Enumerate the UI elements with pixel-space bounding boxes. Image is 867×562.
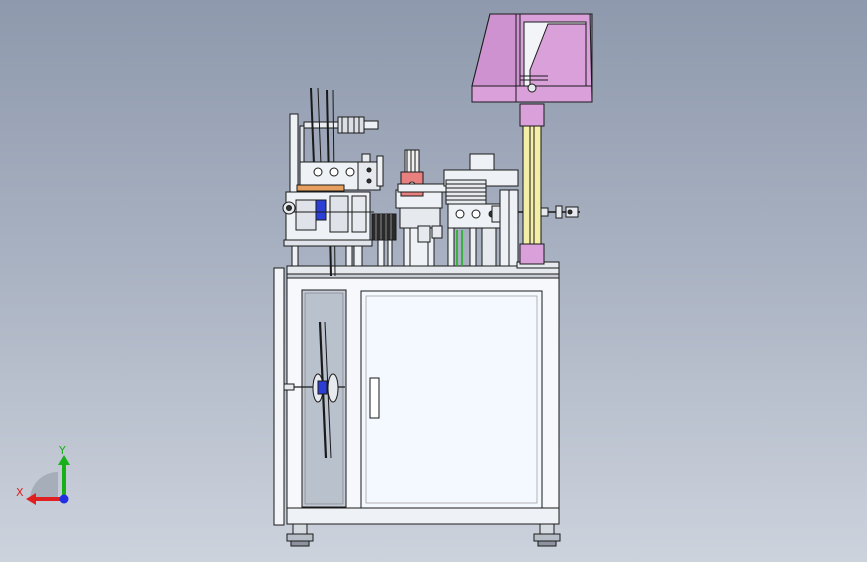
control-tower[interactable] bbox=[471, 13, 593, 269]
triad-plane-icon bbox=[30, 472, 58, 500]
right-cutter-unit[interactable] bbox=[443, 153, 580, 267]
y-axis-label: Y bbox=[58, 444, 66, 457]
coordinate-triad: Y X bbox=[16, 444, 70, 505]
winding-unit[interactable] bbox=[282, 87, 384, 277]
z-axis-dot bbox=[59, 494, 69, 504]
machine-feet bbox=[286, 523, 561, 547]
x-axis-arrowhead bbox=[26, 493, 36, 505]
center-feeder-unit[interactable] bbox=[371, 149, 447, 267]
lower-spool-assembly[interactable] bbox=[283, 321, 345, 459]
x-axis-label: X bbox=[16, 486, 24, 499]
y-axis-arrowhead bbox=[58, 455, 70, 465]
